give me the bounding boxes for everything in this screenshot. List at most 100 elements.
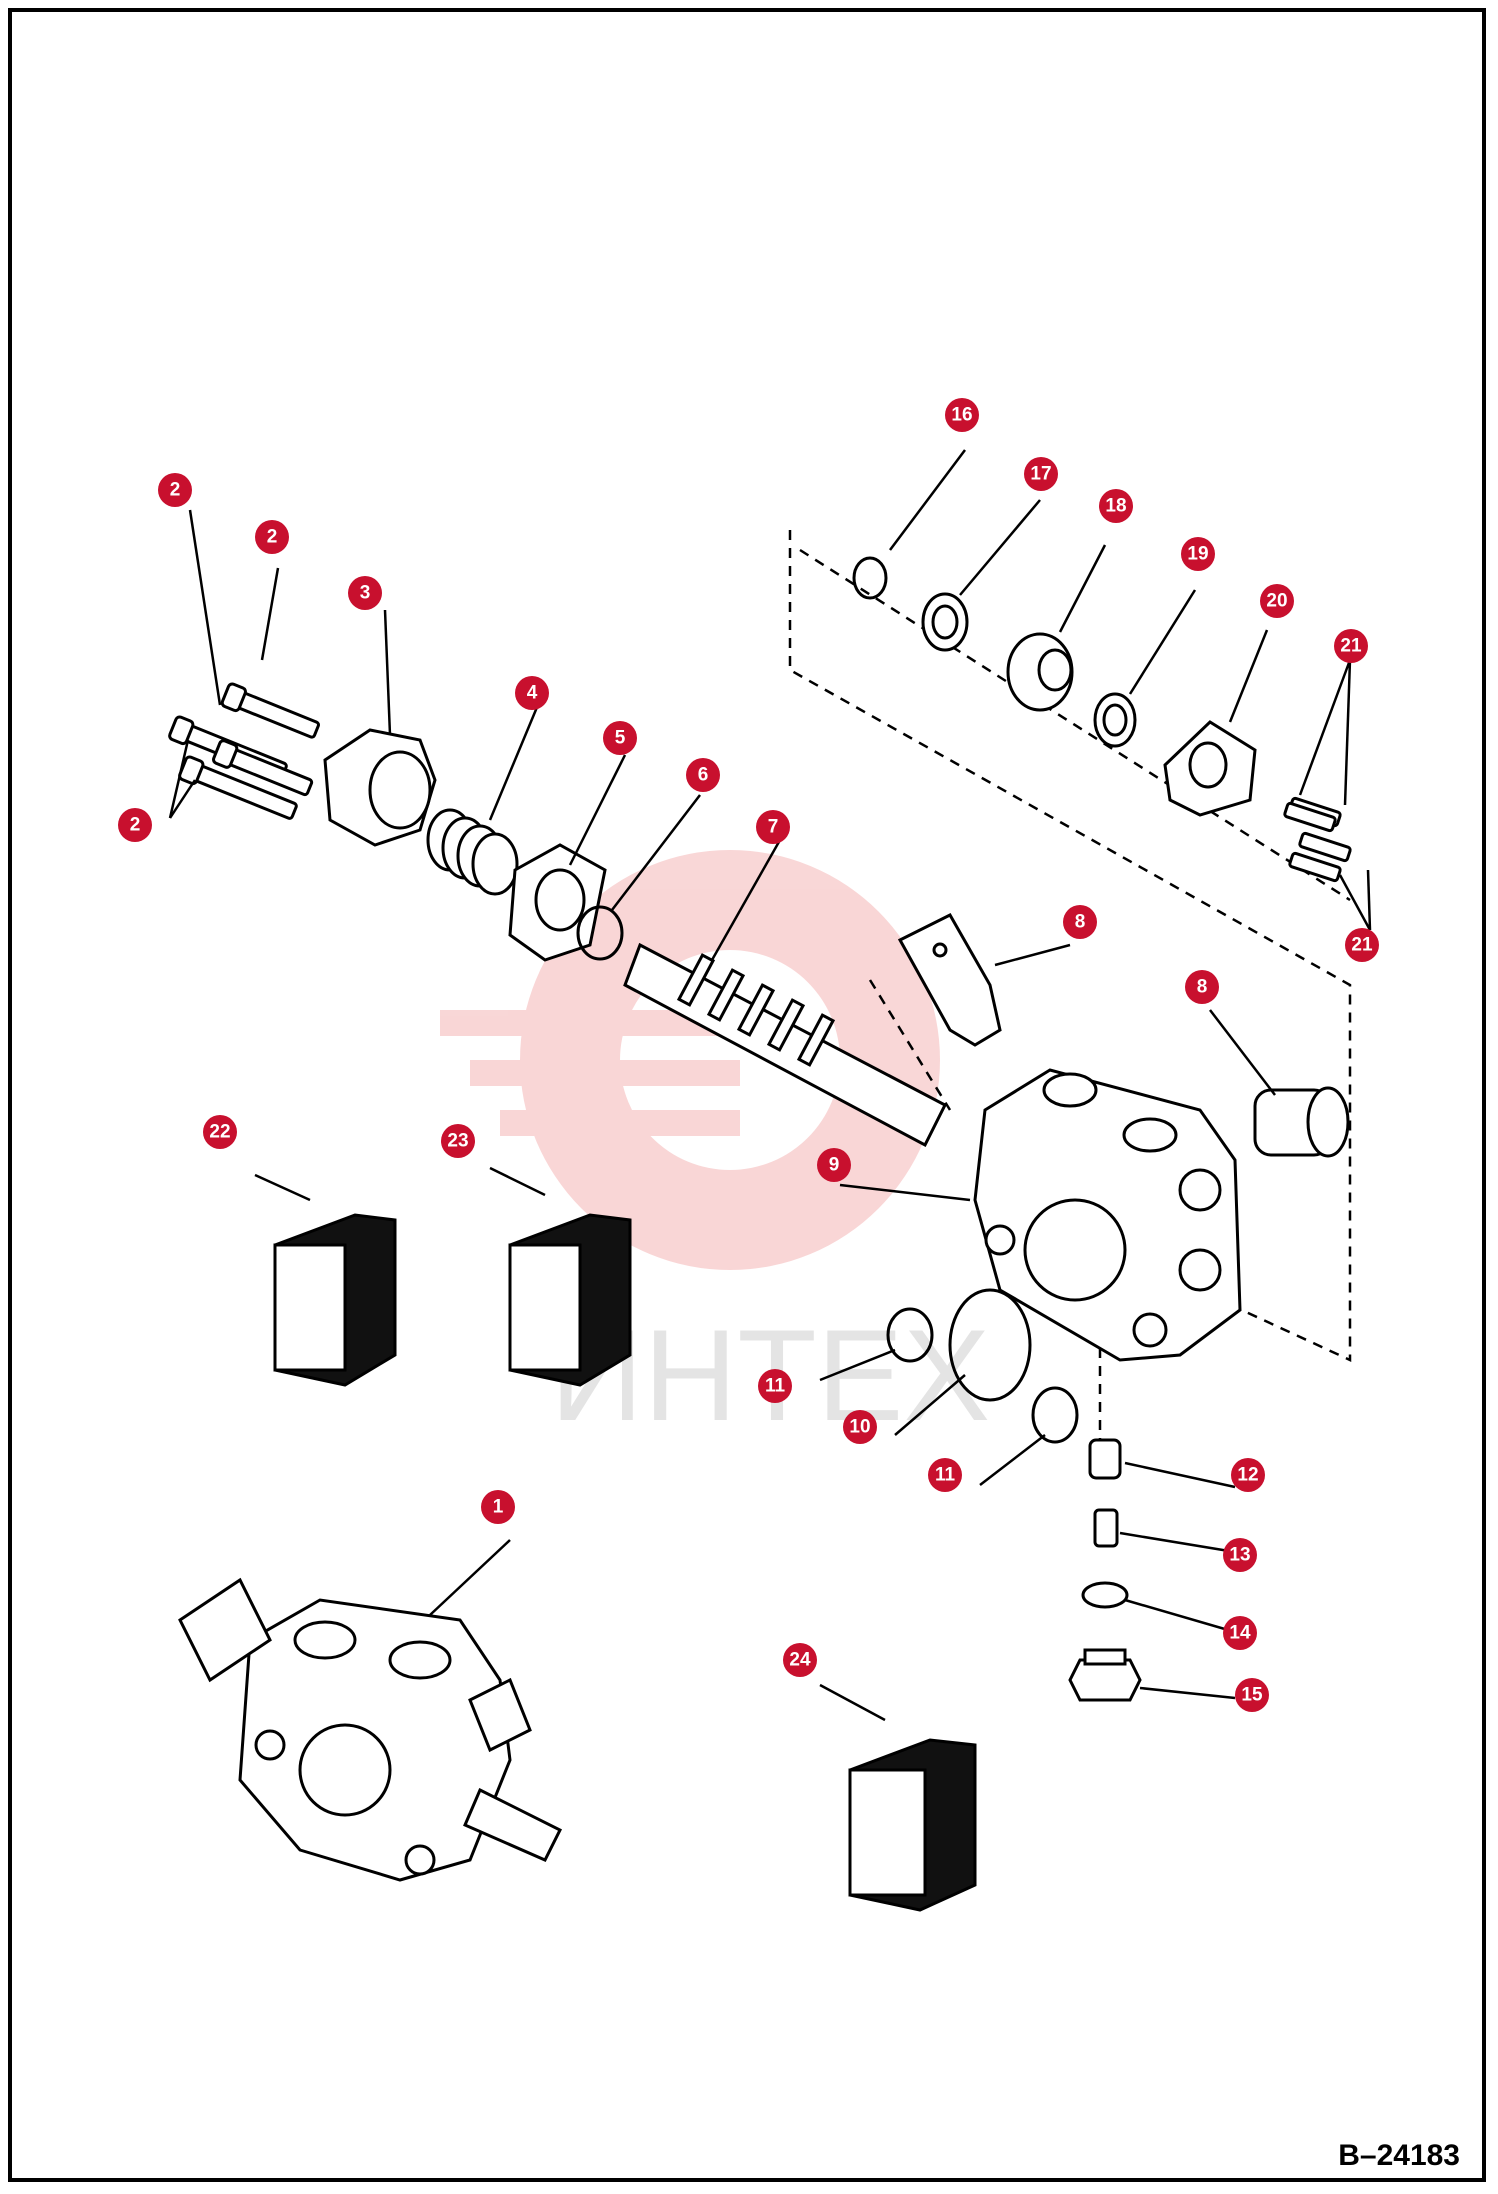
seal-kit-23 <box>508 1213 632 1387</box>
callout-dot <box>783 1643 817 1677</box>
drawing-frame <box>8 8 1486 2182</box>
callout-dot <box>1099 489 1133 523</box>
callout-dot <box>1223 1616 1257 1650</box>
callout-dot <box>1260 584 1294 618</box>
valve-section-assembly-1 <box>178 1577 563 1882</box>
callout-dot <box>817 1148 851 1182</box>
callout-c10: 10 <box>843 1410 877 1444</box>
callout-c17: 17 <box>1024 457 1058 491</box>
relief-valve-8-right <box>1253 1086 1350 1158</box>
callout-number: 14 <box>1229 1623 1251 1644</box>
callout-dot <box>1334 629 1368 663</box>
callout-c20: 20 <box>1260 584 1294 618</box>
callout-dot <box>1024 457 1058 491</box>
o-ring-10 <box>948 1288 1032 1402</box>
callout-dot <box>1063 905 1097 939</box>
callout-dot <box>118 808 152 842</box>
callout-dot <box>1235 1678 1269 1712</box>
callout-dot <box>515 676 549 710</box>
callout-dot <box>1181 537 1215 571</box>
spool-7 <box>623 942 947 1148</box>
seal-kit-22 <box>273 1213 397 1387</box>
callout-dot <box>1231 1458 1265 1492</box>
valve-body-9 <box>973 1068 1242 1362</box>
callout-c14: 14 <box>1223 1616 1257 1650</box>
callout-number: 8 <box>1197 977 1208 998</box>
callout-number: 24 <box>789 1650 811 1671</box>
spring-housing-3 <box>323 728 437 847</box>
callout-number: 1 <box>493 1497 504 1518</box>
callout-c8a: 8 <box>1063 905 1097 939</box>
callout-c1: 1 <box>481 1490 515 1524</box>
callout-c21b: 21 <box>1345 928 1379 962</box>
seal-kit-24 <box>848 1738 977 1912</box>
callout-c23: 23 <box>441 1124 475 1158</box>
callout-number: 2 <box>267 527 278 548</box>
callout-number: 4 <box>527 683 538 704</box>
callout-number: 22 <box>209 1122 230 1143</box>
seal-17 <box>921 592 969 652</box>
o-ring-6 <box>576 905 624 961</box>
callout-number: 3 <box>360 583 371 604</box>
callout-c11a: 11 <box>758 1369 792 1403</box>
callout-c15: 15 <box>1235 1678 1269 1712</box>
callout-number: 23 <box>447 1131 468 1152</box>
callout-dot <box>1185 970 1219 1004</box>
callout-number: 11 <box>765 1376 786 1397</box>
plug-15 <box>1068 1648 1142 1702</box>
callout-number: 5 <box>615 728 626 749</box>
check-poppet-12 <box>1088 1438 1122 1480</box>
o-ring-11-right <box>1031 1386 1079 1444</box>
callout-c19: 19 <box>1181 537 1215 571</box>
cap-20 <box>1163 720 1257 817</box>
callout-number: 13 <box>1229 1545 1250 1566</box>
spring-cap-5 <box>508 843 607 962</box>
callout-dot <box>481 1490 515 1524</box>
o-ring-14 <box>1081 1581 1129 1609</box>
callout-c2b: 2 <box>255 520 289 554</box>
callout-dot <box>441 1124 475 1158</box>
callout-dot <box>843 1410 877 1444</box>
callout-number: 17 <box>1030 464 1051 485</box>
callout-number: 16 <box>951 405 972 426</box>
callout-c21a: 21 <box>1334 629 1368 663</box>
callout-number: 2 <box>170 480 181 501</box>
callout-number: 21 <box>1340 636 1362 657</box>
callout-number: 8 <box>1075 912 1086 933</box>
callout-dot <box>756 810 790 844</box>
callout-number: 6 <box>698 765 709 786</box>
callout-dot <box>603 721 637 755</box>
callout-c22: 22 <box>203 1115 237 1149</box>
bolt-set-2 <box>168 682 320 820</box>
callout-c12: 12 <box>1231 1458 1265 1492</box>
callout-c5: 5 <box>603 721 637 755</box>
callout-c13: 13 <box>1223 1538 1257 1572</box>
callout-c9: 9 <box>817 1148 851 1182</box>
callout-c6: 6 <box>686 758 720 792</box>
callout-dot <box>686 758 720 792</box>
seal-19 <box>1093 692 1137 748</box>
callout-c24: 24 <box>783 1643 817 1677</box>
callout-c2c: 2 <box>118 808 152 842</box>
watermark-gear-logo <box>440 850 940 1270</box>
callout-number: 7 <box>768 817 779 838</box>
callout-c4: 4 <box>515 676 549 710</box>
spring-4 <box>426 808 519 896</box>
spring-13 <box>1093 1508 1119 1548</box>
callout-c8b: 8 <box>1185 970 1219 1004</box>
callout-dot <box>158 473 192 507</box>
callout-number: 10 <box>849 1417 870 1438</box>
callout-dot <box>1345 928 1379 962</box>
callout-c2a: 2 <box>158 473 192 507</box>
callout-dot <box>255 520 289 554</box>
callout-number: 18 <box>1105 496 1126 517</box>
callout-dot <box>928 1458 962 1492</box>
callout-number: 15 <box>1241 1685 1263 1706</box>
relief-cartridge-8-upper <box>897 913 1002 1047</box>
nut-18 <box>1006 632 1074 712</box>
o-ring-11-left <box>886 1307 934 1363</box>
callout-c18: 18 <box>1099 489 1133 523</box>
callout-c16: 16 <box>945 398 979 432</box>
o-ring-16 <box>852 556 888 600</box>
callout-dot <box>203 1115 237 1149</box>
